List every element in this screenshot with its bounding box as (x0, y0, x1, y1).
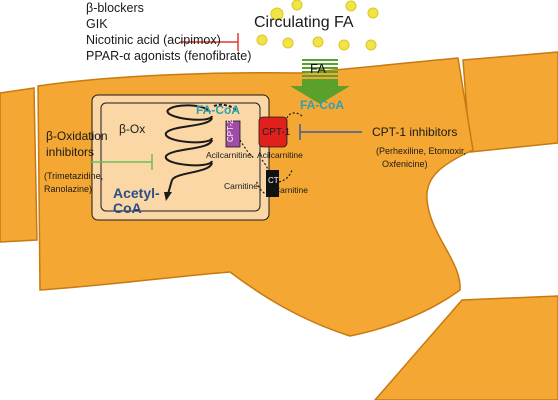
fa-entry-arrow (290, 59, 350, 104)
cpt1-inhibitor-examples-line1: (Perhexiline, Etomoxir, (376, 146, 467, 156)
carnitine-outer-label: Carnitine (274, 185, 309, 195)
neighbor-cell-top-right (462, 51, 558, 153)
cpt2-label: CPT-2 (226, 119, 235, 142)
carnitine-inner-label: Carnitine (224, 181, 259, 191)
drug-beta-blockers: β-blockers (86, 1, 144, 15)
acylcarnitine-inner-label: Acilcarnitine (206, 150, 252, 160)
ct-transporter (266, 170, 279, 197)
inhibition-cpt1 (299, 124, 362, 140)
spiral-arrowhead (164, 192, 172, 201)
acetyl-coa-label-line1: Acetyl- (113, 185, 160, 201)
fa-arrow-label: FA (310, 61, 326, 76)
transport-arrows (239, 112, 303, 196)
neighbor-cell-bottom-right (374, 295, 558, 400)
beta-ox-inhibitor-examples-line1: (Trimetazidine, (44, 171, 104, 181)
fa-coa-mito-label: FA-CoA (196, 103, 240, 117)
cpt1-inhibitors-title: CPT-1 inhibitors (372, 125, 458, 139)
drug-gik: GIK (86, 17, 108, 31)
acetyl-coa-label-line2: CoA (113, 200, 142, 216)
neighbor-cell-left (0, 87, 38, 243)
mitochondrion (91, 94, 270, 221)
cpt1-inhibitor-examples-line2: Oxfenicine) (382, 159, 428, 169)
ct-label: CT (268, 176, 279, 185)
fa-coa-cytosol-label: FA-CoA (300, 98, 344, 112)
cpt2-transporter (225, 120, 241, 148)
beta-ox-inhibitors-title-line1: β-Oxidation (46, 129, 108, 143)
cpt1-label: CPT-1 (262, 127, 291, 138)
drug-ppar-agonists: PPAR-α agonists (fenofibrate) (86, 49, 252, 63)
beta-ox-label: β-Ox (119, 122, 146, 136)
cpt1-transporter (258, 116, 288, 148)
inhibition-drugs-fa (180, 33, 239, 51)
beta-ox-inhibitors-title-line2: inhibitors (46, 145, 95, 159)
fatty-acid-bubbles (256, 0, 379, 51)
mitochondrion-inner (100, 102, 261, 212)
beta-oxidation-spiral (165, 103, 237, 195)
inhibition-beta-ox (90, 154, 153, 170)
beta-ox-inhibitor-examples-line2: Ranolazine) (44, 184, 93, 194)
drug-nicotinic-acid: Nicotinic acid (acipimox) (86, 33, 221, 47)
acylcarnitine-outer-label: Acilcarnitine (257, 150, 303, 160)
circulating-fa-label: Circulating FA (254, 14, 354, 31)
